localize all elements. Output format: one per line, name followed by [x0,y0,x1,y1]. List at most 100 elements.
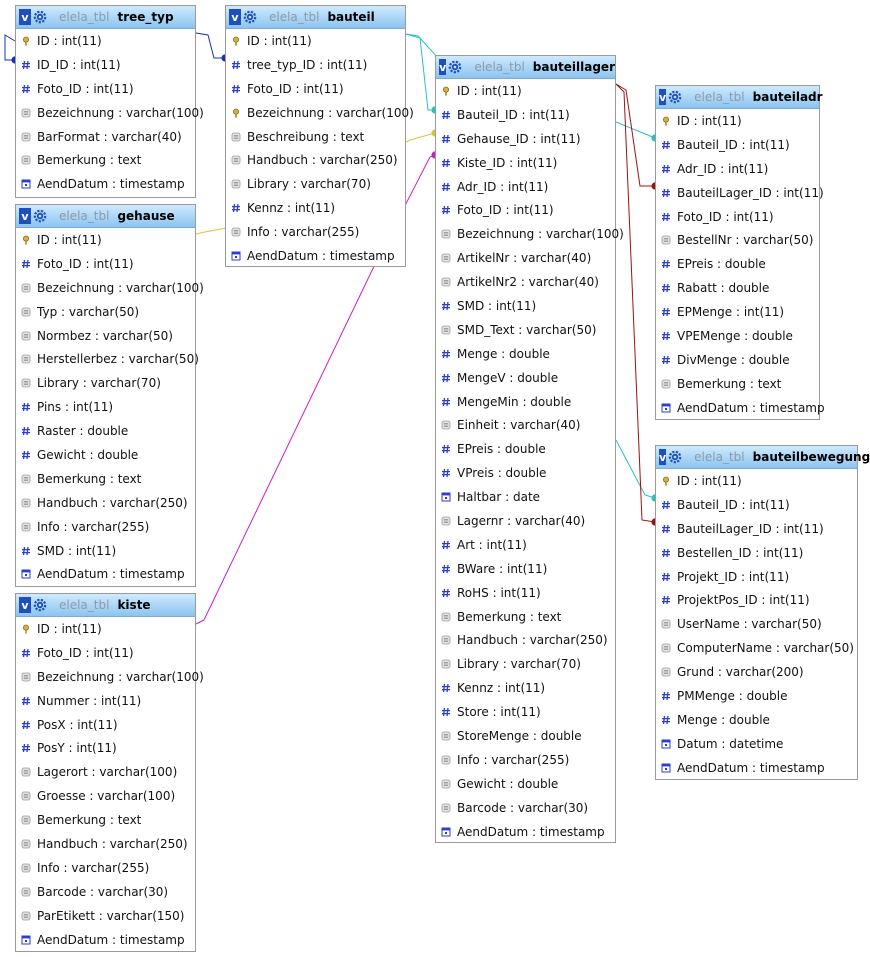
column-row[interactable]: ID : int(11) [16,228,195,252]
column-row[interactable]: AendDatum : timestamp [436,820,615,844]
column-row[interactable]: tree_typ_ID : int(11) [226,53,405,77]
column-row[interactable]: Groesse : varchar(100) [16,784,195,808]
column-row[interactable]: Kiste_ID : int(11) [436,151,615,175]
column-row[interactable]: Lagernr : varchar(40) [436,509,615,533]
column-row[interactable]: AendDatum : timestamp [16,562,195,586]
column-row[interactable]: Datum : datetime [656,732,857,756]
column-row[interactable]: ID : int(11) [226,29,405,53]
column-row[interactable]: VPreis : double [436,461,615,485]
column-row[interactable]: ArtikelNr2 : varchar(40) [436,270,615,294]
column-row[interactable]: BauteilLager_ID : int(11) [656,181,824,205]
column-row[interactable]: AendDatum : timestamp [656,756,857,780]
column-row[interactable]: Bauteil_ID : int(11) [656,493,857,517]
column-row[interactable]: Rabatt : double [656,276,819,300]
column-row[interactable]: Typ : varchar(50) [16,300,195,324]
column-row[interactable]: Library : varchar(70) [16,371,195,395]
column-row[interactable]: ID_ID : int(11) [16,53,195,77]
column-row[interactable]: PosX : int(11) [16,713,195,737]
column-row[interactable]: Einheit : varchar(40) [436,413,615,437]
column-row[interactable]: Grund : varchar(200) [656,660,857,684]
column-row[interactable]: Foto_ID : int(11) [226,77,405,101]
column-row[interactable]: Projekt_ID : int(11) [656,565,857,589]
column-row[interactable]: VPEMenge : double [656,324,819,348]
column-row[interactable]: Kennz : int(11) [226,196,405,220]
column-row[interactable]: SMD_Text : varchar(50) [436,318,615,342]
column-row[interactable]: Info : varchar(255) [16,856,195,880]
column-row[interactable]: Bestellen_ID : int(11) [656,541,857,565]
column-row[interactable]: BauteilLager_ID : int(11) [656,517,857,541]
column-row[interactable]: Handbuch : varchar(250) [16,832,195,856]
column-row[interactable]: DivMenge : double [656,348,819,372]
column-row[interactable]: ArtikelNr : varchar(40) [436,246,615,270]
column-row[interactable]: Handbuch : varchar(250) [226,148,405,172]
column-row[interactable]: Handbuch : varchar(250) [16,491,195,515]
column-row[interactable]: Barcode : varchar(30) [16,880,195,904]
column-row[interactable]: Bauteil_ID : int(11) [436,103,615,127]
column-row[interactable]: Lagerort : varchar(100) [16,760,195,784]
column-row[interactable]: Info : varchar(255) [16,515,195,539]
column-row[interactable]: ID : int(11) [16,29,195,53]
column-row[interactable]: Adr_ID : int(11) [656,157,819,181]
column-row[interactable]: Bezeichnung : varchar(100) [16,276,204,300]
column-row[interactable]: Herstellerbez : varchar(50) [16,347,199,371]
column-row[interactable]: EPMenge : int(11) [656,300,819,324]
column-row[interactable]: MengeV : double [436,366,615,390]
column-row[interactable]: Gewicht : double [16,443,195,467]
column-row[interactable]: Kennz : int(11) [436,676,615,700]
column-row[interactable]: UserName : varchar(50) [656,612,857,636]
column-row[interactable]: AendDatum : timestamp [226,244,405,268]
column-row[interactable]: Bemerkung : text [16,808,195,832]
column-row[interactable]: Foto_ID : int(11) [16,252,195,276]
column-row[interactable]: Foto_ID : int(11) [656,205,819,229]
column-row[interactable]: Bemerkung : text [16,148,195,172]
column-row[interactable]: Gehause_ID : int(11) [436,127,615,151]
column-row[interactable]: Bezeichnung : varchar(100) [226,101,414,125]
column-row[interactable]: RoHS : int(11) [436,581,615,605]
column-row[interactable]: Adr_ID : int(11) [436,175,615,199]
column-row[interactable]: Pins : int(11) [16,395,195,419]
column-row[interactable]: Library : varchar(70) [226,172,405,196]
column-row[interactable]: Raster : double [16,419,195,443]
column-row[interactable]: EPreis : double [656,252,819,276]
column-row[interactable]: Handbuch : varchar(250) [436,628,615,652]
column-row[interactable]: ParEtikett : varchar(150) [16,904,195,928]
column-row[interactable]: Store : int(11) [436,700,615,724]
column-row[interactable]: Nummer : int(11) [16,689,195,713]
column-row[interactable]: Library : varchar(70) [436,652,615,676]
column-row[interactable]: Beschreibung : text [226,125,405,149]
column-row[interactable]: ProjektPos_ID : int(11) [656,588,857,612]
column-row[interactable]: SMD : int(11) [16,539,195,563]
column-row[interactable]: ComputerName : varchar(50) [656,636,857,660]
column-row[interactable]: ID : int(11) [436,79,615,103]
column-row[interactable]: AendDatum : timestamp [16,928,195,952]
column-row[interactable]: Foto_ID : int(11) [436,198,615,222]
column-row[interactable]: Bezeichnung : varchar(100) [436,222,624,246]
column-row[interactable]: Info : varchar(255) [226,220,405,244]
column-row[interactable]: Foto_ID : int(11) [16,77,195,101]
column-row[interactable]: AendDatum : timestamp [656,396,825,420]
column-row[interactable]: Bauteil_ID : int(11) [656,133,819,157]
column-row[interactable]: Menge : double [436,342,615,366]
column-row[interactable]: Haltbar : date [436,485,615,509]
column-row[interactable]: Bemerkung : text [656,372,819,396]
column-row[interactable]: Bemerkung : text [436,605,615,629]
column-row[interactable]: ID : int(11) [656,109,819,133]
column-row[interactable]: MengeMin : double [436,390,615,414]
column-row[interactable]: BarFormat : varchar(40) [16,125,195,149]
column-row[interactable]: Info : varchar(255) [436,748,615,772]
column-row[interactable]: EPreis : double [436,437,615,461]
column-row[interactable]: StoreMenge : double [436,724,615,748]
column-row[interactable]: Bezeichnung : varchar(100) [16,665,204,689]
column-row[interactable]: SMD : int(11) [436,294,615,318]
column-row[interactable]: PMMenge : double [656,684,857,708]
